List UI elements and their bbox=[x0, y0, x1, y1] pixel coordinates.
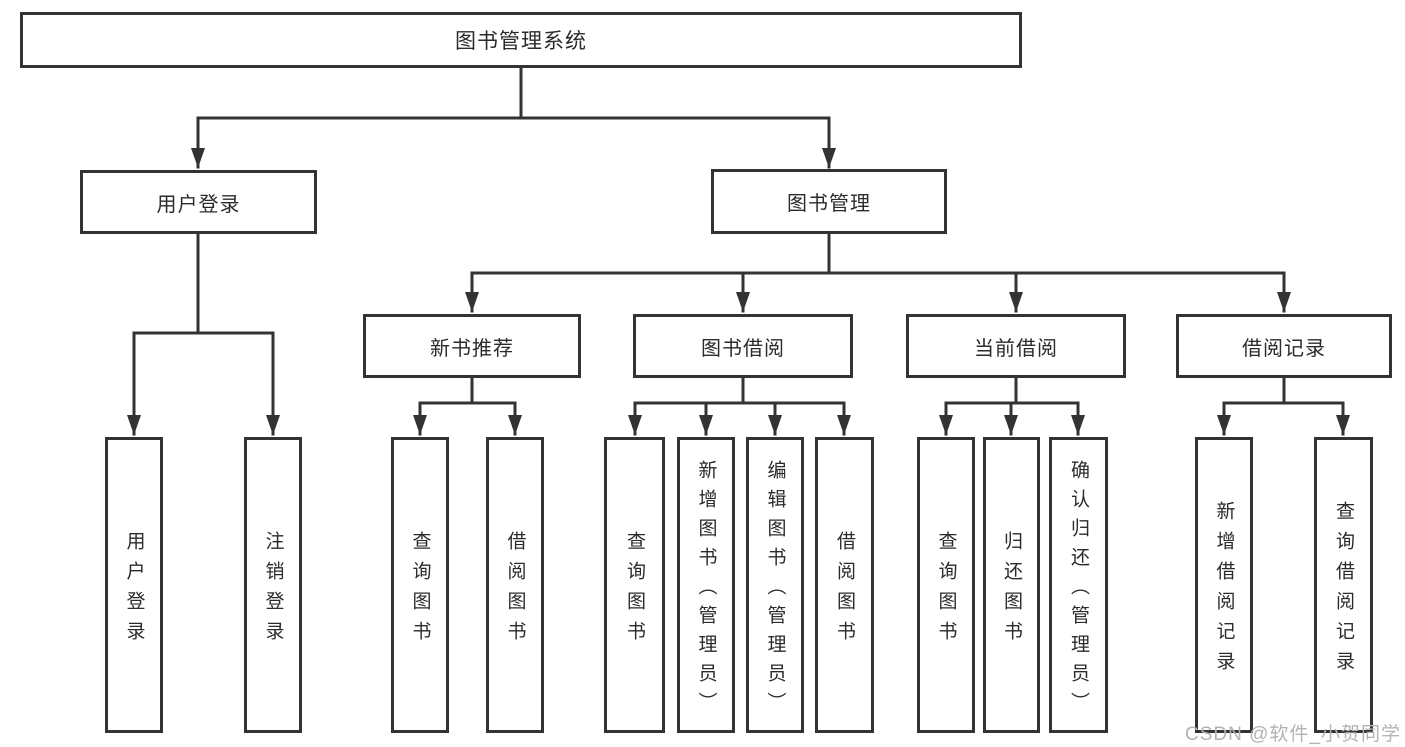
connector-book-management-children bbox=[465, 231, 1291, 313]
node-label: 当前借阅 bbox=[974, 337, 1058, 360]
node-borrowing-records: 借阅记录 bbox=[1176, 314, 1392, 378]
node-label: 新书推荐 bbox=[430, 337, 514, 360]
leaf-label: 借阅图书 bbox=[834, 530, 855, 651]
connector-root-to-level2 bbox=[191, 65, 836, 169]
csdn-watermark: CSDN @软件_小贺同学 bbox=[1185, 724, 1401, 745]
node-label: 借阅记录 bbox=[1242, 337, 1326, 360]
leaf-label: 查询借阅记录 bbox=[1333, 500, 1354, 681]
leaf-user-login: 用户登录 bbox=[105, 437, 163, 733]
leaf-confirm-return-admin: 确认归还（管理员） bbox=[1049, 437, 1108, 733]
node-book-borrowing: 图书借阅 bbox=[633, 314, 853, 378]
leaf-add-borrow-record: 新增借阅记录 bbox=[1195, 437, 1253, 733]
node-current-borrowing: 当前借阅 bbox=[906, 314, 1126, 378]
leaf-label: 注销登录 bbox=[262, 530, 284, 651]
leaf-query-books-current: 查询图书 bbox=[917, 437, 975, 733]
node-new-book-recommendation: 新书推荐 bbox=[363, 314, 581, 378]
leaf-label: 确认归还（管理员） bbox=[1068, 459, 1089, 721]
leaf-label: 新增图书（管理员） bbox=[695, 459, 717, 721]
leaf-add-books-admin: 新增图书（管理员） bbox=[677, 437, 735, 733]
leaf-borrow-books-recommend: 借阅图书 bbox=[486, 437, 544, 733]
connector-book-borrow-children bbox=[628, 375, 851, 436]
leaf-return-books: 归还图书 bbox=[983, 437, 1040, 733]
node-library-management-system: 图书管理系统 bbox=[20, 12, 1022, 68]
leaf-label: 用户登录 bbox=[123, 530, 145, 651]
node-label: 图书管理系统 bbox=[455, 30, 587, 53]
leaf-label: 查询图书 bbox=[935, 530, 957, 651]
connector-current-borrow-children bbox=[939, 375, 1085, 436]
connector-new-book-children bbox=[413, 375, 522, 436]
node-label: 图书管理 bbox=[787, 193, 871, 215]
connector-borrow-records-children bbox=[1217, 375, 1350, 436]
leaf-label: 新增借阅记录 bbox=[1213, 500, 1235, 681]
leaf-query-books-borrow: 查询图书 bbox=[604, 437, 665, 733]
leaf-label: 归还图书 bbox=[1001, 530, 1022, 651]
leaf-logout: 注销登录 bbox=[244, 437, 302, 733]
node-book-management: 图书管理 bbox=[711, 169, 947, 234]
leaf-label: 借阅图书 bbox=[504, 530, 526, 651]
node-user-login: 用户登录 bbox=[80, 170, 317, 234]
node-label: 用户登录 bbox=[156, 193, 241, 216]
leaf-label: 查询图书 bbox=[624, 530, 645, 651]
node-label: 图书借阅 bbox=[701, 337, 785, 360]
leaf-query-borrow-record: 查询借阅记录 bbox=[1314, 437, 1373, 733]
leaf-borrow-books: 借阅图书 bbox=[815, 437, 874, 733]
leaf-query-books-recommend: 查询图书 bbox=[391, 437, 449, 733]
leaf-edit-books-admin: 编辑图书（管理员） bbox=[746, 437, 804, 733]
connector-user-login-children bbox=[127, 231, 280, 436]
leaf-label: 查询图书 bbox=[409, 530, 431, 651]
leaf-label: 编辑图书（管理员） bbox=[764, 459, 786, 721]
